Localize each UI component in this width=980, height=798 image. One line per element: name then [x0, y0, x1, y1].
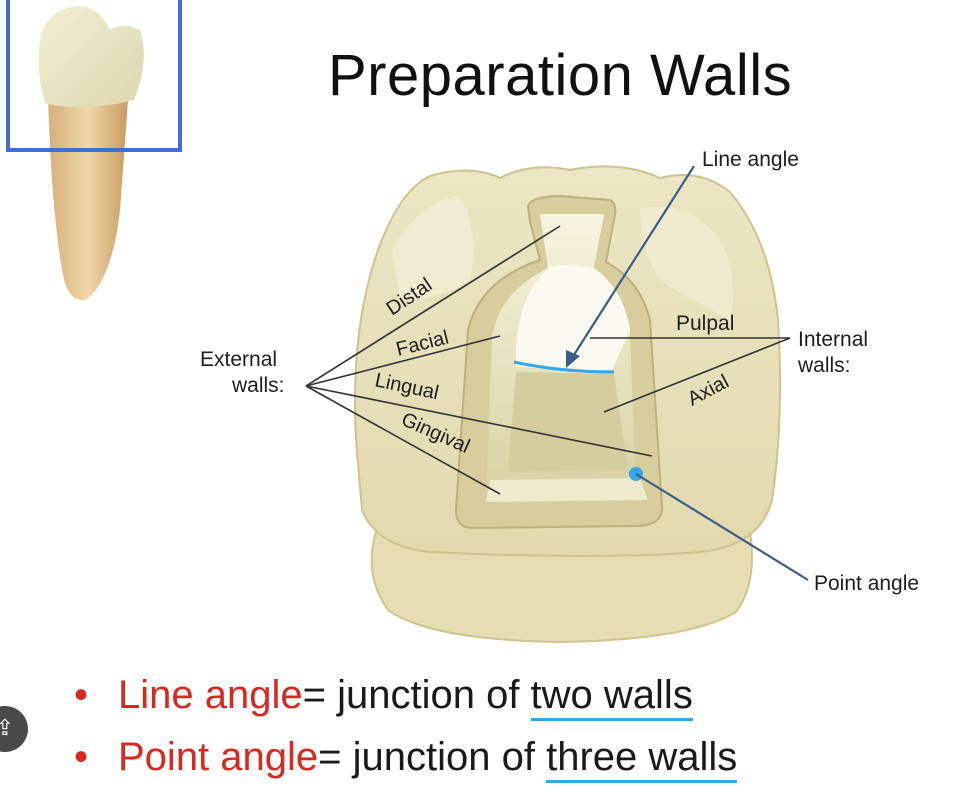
tooth-thumbnail [6, 0, 182, 301]
leader-lines [305, 225, 809, 581]
cusp-shading-left [392, 196, 474, 300]
bullet-emphasis: two walls [530, 673, 693, 721]
bullet-emphasis: three walls [546, 735, 738, 783]
tooth-crown [38, 6, 144, 108]
pulpal-floor [515, 265, 630, 371]
bullet-dot-icon: • [74, 735, 89, 779]
page-title: Preparation Walls [328, 43, 793, 108]
leader-gingival [305, 385, 501, 495]
molar-illustration [353, 165, 781, 644]
label-point-angle: Point angle [814, 572, 919, 595]
leader-lingual [305, 385, 653, 457]
thumbnail-frame [6, 0, 182, 152]
label-internal-walls-1: Internal [798, 328, 868, 351]
label-pulpal: Pulpal [676, 312, 734, 335]
leader-point-angle [635, 473, 809, 581]
bullet-term: Point angle [118, 735, 319, 779]
line-angle-arrow [566, 165, 695, 368]
label-external-walls-2: walls: [231, 374, 285, 397]
bullet-term: Line angle [118, 673, 303, 717]
leader-axial [603, 337, 791, 413]
tooth-root [48, 97, 128, 301]
label-external-walls-1: External [200, 348, 277, 371]
bullet-point-angle: • Point angle= junction of three walls [74, 726, 738, 788]
bullet-dot-icon: • [74, 673, 89, 717]
line-angle-edge [513, 360, 615, 374]
cusp-shading-right [640, 206, 734, 320]
leader-distal [305, 225, 561, 387]
label-line-angle: Line angle [702, 148, 799, 171]
definition-list: •Line angle= junction of two walls •Poin… [74, 664, 738, 788]
axial-wall [508, 372, 628, 472]
bullet-sep: = junction of [302, 673, 531, 717]
bullet-line-angle: • Line angle= junction of two walls [74, 664, 737, 726]
gingival-floor [486, 478, 648, 502]
leader-facial [305, 335, 501, 387]
label-internal-walls-2: walls: [797, 354, 851, 377]
bullet-sep: = junction of [318, 735, 547, 779]
